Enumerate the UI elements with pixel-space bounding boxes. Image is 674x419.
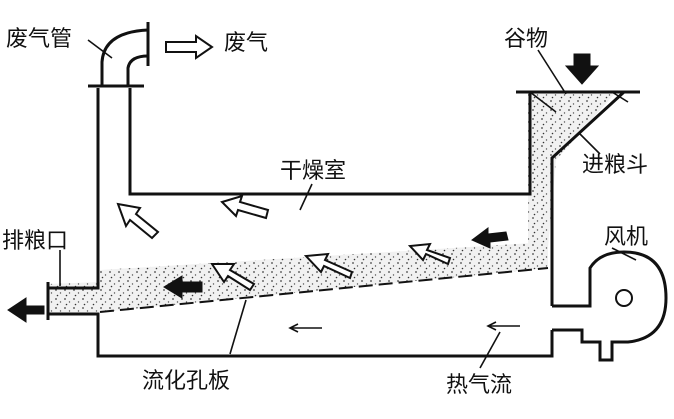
label-exhaust-pipe: 废气管 [6,27,72,52]
exhaust-gas-arrow [165,34,214,60]
label-discharge-port: 排粮口 [2,229,68,254]
air-arrow-1 [116,202,160,240]
discharge-arrow [7,297,45,323]
leader-hot-air [479,331,501,369]
hot-air-arrow-1 [288,323,322,333]
hopper-rim-left [529,91,557,113]
dryer-body [48,88,626,358]
leader-feed-hopper [579,133,601,155]
label-exhaust-gas: 废气 [224,31,268,56]
label-grain: 谷物 [504,27,548,52]
hot-air-arrow-2 [486,321,520,331]
grain-inlet-arrow [564,53,600,85]
hopper-rim-right [611,91,629,103]
air-arrow-3 [210,263,256,292]
leader-exhaust-pipe [87,39,113,59]
label-hot-air: 热气流 [446,373,512,398]
air-arrow-5 [407,242,452,266]
leader-grain [537,49,567,95]
grain-flow-arrow-right [471,227,509,249]
exhaust-pipe [100,28,149,86]
discharge-grain [48,286,100,314]
leader-drying-chamber [299,183,313,211]
label-fluidizing-plate: 流化孔板 [142,369,230,394]
grain-bed-main [100,242,548,312]
leader-fan [611,247,637,261]
label-drying-chamber: 干燥室 [280,159,346,184]
fan-housing [552,250,668,362]
label-feed-hopper: 进粮斗 [582,153,648,178]
air-arrow-4 [303,252,354,280]
fan-hub [615,289,633,307]
leader-fluidizing-plate [229,299,247,355]
fluidizing-plate-line [99,267,549,313]
drying-chamber-wall [128,88,532,196]
label-fan: 风机 [604,225,648,250]
air-arrow-2 [220,194,270,220]
grain-flow-arrow-left [163,275,203,299]
